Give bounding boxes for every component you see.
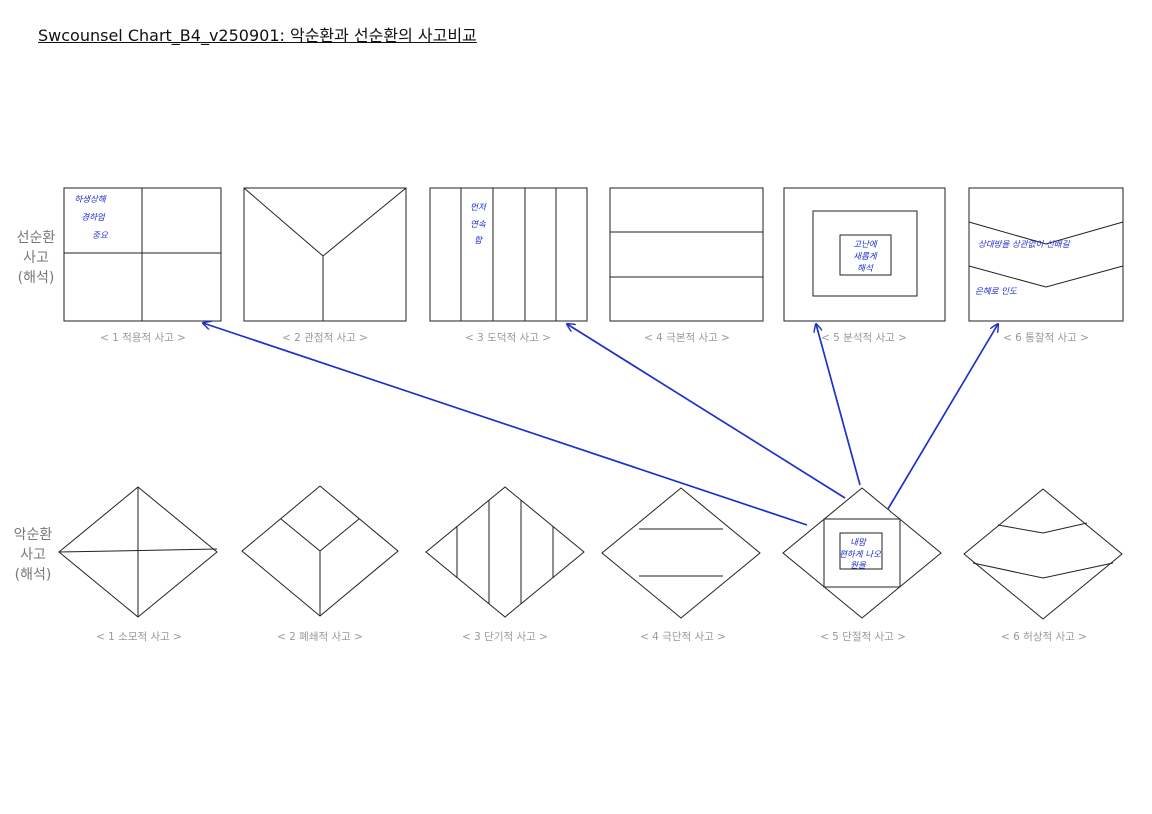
arrow-to-virtuous-3 (567, 324, 846, 499)
caption-2: < 2 관점적 사고 > (282, 332, 368, 344)
caption-1: < 1 소모적 사고 > (96, 631, 182, 643)
handwritten-note: 상대방을 상관없이 선배길 (978, 239, 1071, 250)
vicious-shape-2 (241, 485, 399, 617)
handwritten-note: 새롭게 (853, 251, 878, 262)
caption-6: < 6 허상적 사고 > (1001, 631, 1087, 643)
row-label-line: 사고 (23, 250, 49, 266)
virtuous-shape-4 (609, 187, 764, 322)
handwritten-note: 중요 (92, 231, 109, 241)
caption-5: < 5 단절적 사고 > (820, 630, 906, 643)
arrow-to-virtuous-1 (203, 323, 808, 526)
caption-6: < 6 통찰적 사고 > (1003, 332, 1089, 344)
vicious-row-label: 악순환 사고 (해석) (14, 527, 53, 583)
virtuous-shape-3: 먼저 연속 함 (429, 187, 588, 322)
caption-1: < 1 적용적 사고 > (100, 332, 186, 344)
caption-4: < 4 극단적 사고 > (640, 631, 726, 643)
caption-5: < 5 분석적 사고 > (821, 332, 907, 344)
row-label-line: (해석) (15, 567, 52, 583)
handwritten-note: 경하엄 (81, 212, 106, 223)
vicious-captions: < 1 소모적 사고 > < 2 폐쇄적 사고 > < 3 단기적 사고 > <… (96, 630, 1087, 643)
handwritten-note: 고난에 (853, 239, 878, 250)
row-label-line: (해석) (18, 270, 55, 286)
handwritten-note: 하생상해 (74, 194, 106, 205)
virtuous-captions: < 1 적용적 사고 > < 2 관점적 사고 > < 3 도덕적 사고 > <… (100, 332, 1089, 344)
vicious-shape-4 (601, 487, 761, 619)
virtuous-shape-5: 고난에 새롭게 해석 (783, 187, 946, 322)
row-label-line: 악순환 (14, 527, 53, 543)
arrow-to-virtuous-6 (887, 324, 998, 510)
caption-3: < 3 도덕적 사고 > (465, 332, 551, 344)
handwritten-note: 연속 (470, 219, 487, 230)
vicious-shape-1 (58, 486, 218, 618)
page-title: Swcounsel Chart_B4_v250901: 악순환과 선순환의 사고… (38, 26, 477, 45)
handwritten-note: 먼저 (470, 202, 487, 213)
handwritten-note: 편하게 나오 (839, 549, 882, 560)
vicious-shape-3 (425, 486, 585, 618)
caption-3: < 3 단기적 사고 > (462, 631, 548, 643)
vicious-shape-5: 내맘 편하게 나오 원을 (782, 487, 942, 619)
handwritten-note: 해석 (857, 263, 874, 274)
row-label-line: 선순환 (17, 230, 56, 246)
virtuous-row-label: 선순환 사고 (해석) (17, 230, 56, 286)
row-label-line: 사고 (20, 547, 46, 563)
transition-arrows (203, 323, 998, 526)
handwritten-note: 함 (474, 235, 483, 246)
caption-4: < 4 극본적 사고 > (644, 332, 730, 344)
virtuous-shape-6: 상대방을 상관없이 선배길 은혜로 인도 (968, 187, 1124, 322)
virtuous-shape-1: 하생상해 경하엄 중요 (63, 187, 222, 322)
arrow-to-virtuous-5 (816, 324, 861, 486)
handwritten-note: 내맘 (850, 537, 867, 548)
handwritten-note: 은혜로 인도 (975, 286, 1018, 297)
handwritten-note: 원을 (850, 560, 867, 571)
vicious-shape-6 (963, 488, 1123, 620)
virtuous-shape-2 (243, 187, 407, 322)
caption-2: < 2 폐쇄적 사고 > (277, 631, 363, 643)
